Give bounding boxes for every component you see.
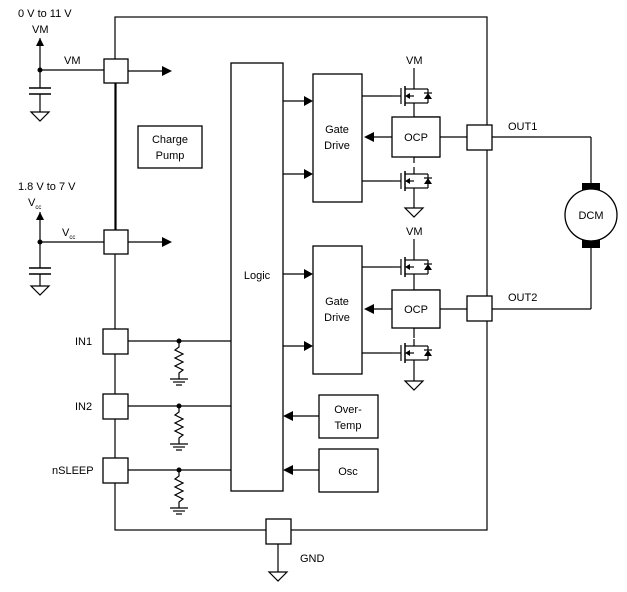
charge-pump-block (137, 125, 203, 169)
svg-text:Drive: Drive (324, 140, 350, 152)
in1-label: IN1 (75, 336, 92, 348)
ocp-1-label: OCP (404, 132, 428, 144)
vm-supply-label: VM (32, 24, 49, 36)
overtemp-block (318, 394, 379, 439)
ocp-1-block (391, 116, 441, 158)
gnd-pin (265, 518, 292, 545)
gate-drive-1-block (312, 73, 363, 203)
ocp-2-label: OCP (404, 304, 428, 316)
motor-label: DCM (578, 210, 603, 222)
vcc-range-label: 1.8 V to 7 V (18, 181, 76, 193)
logic-label: Logic (244, 270, 271, 282)
vcc-supply-sub: cc (35, 205, 41, 211)
vm-pin-label: VM (64, 55, 81, 67)
gnd-label: GND (300, 553, 325, 565)
out2-pin (466, 295, 493, 322)
vm-bottom-label: VM (406, 226, 423, 238)
out1-pin (466, 124, 493, 151)
nsleep-label: nSLEEP (52, 465, 94, 477)
gate-drive-2-label-2: Drive (324, 312, 350, 324)
gate-drive-2-label: Gate (325, 296, 349, 308)
svg-text:Over-: Over- (334, 404, 362, 416)
svg-text:Drive: Drive (324, 312, 350, 324)
charge-pump-label: Charge (152, 134, 188, 146)
in1-pin (102, 328, 129, 355)
nsleep-pin (102, 457, 129, 484)
motor (564, 188, 618, 242)
svg-text:Gate: Gate (325, 124, 349, 136)
vcc-pin-label: V (62, 227, 70, 239)
logic-block (230, 62, 284, 492)
charge-pump-label-2: Pump (156, 150, 185, 162)
vm-top-label: VM (406, 55, 423, 67)
in2-label: IN2 (75, 401, 92, 413)
vcc-supply-label: V (28, 197, 36, 209)
vcc-pin-sub: cc (69, 235, 75, 241)
gate-drive-1-label-2: Drive (324, 140, 350, 152)
vm-pin (103, 58, 129, 84)
chip-outline (114, 16, 488, 531)
svg-text:Gate: Gate (325, 296, 349, 308)
out1-label: OUT1 (508, 121, 537, 133)
vm-range-label: 0 V to 11 V (18, 8, 72, 20)
gate-drive-1-label: Gate (325, 124, 349, 136)
out2-label: OUT2 (508, 292, 537, 304)
svg-text:Vcc: Vcc (28, 197, 41, 211)
motor-brush-top (582, 183, 600, 192)
motor-brush-bottom (582, 239, 600, 248)
overtemp-label: Over- (334, 404, 362, 416)
overtemp-label-2: Temp (335, 420, 362, 432)
vcc-pin (103, 229, 129, 255)
osc-label: Osc (338, 466, 358, 478)
ocp-2-block (391, 289, 441, 329)
gate-drive-2-block (312, 245, 363, 375)
svg-text:Temp: Temp (335, 420, 362, 432)
svg-text:Vcc: Vcc (62, 227, 75, 241)
in2-pin (102, 393, 129, 420)
svg-text:Pump: Pump (156, 150, 185, 162)
